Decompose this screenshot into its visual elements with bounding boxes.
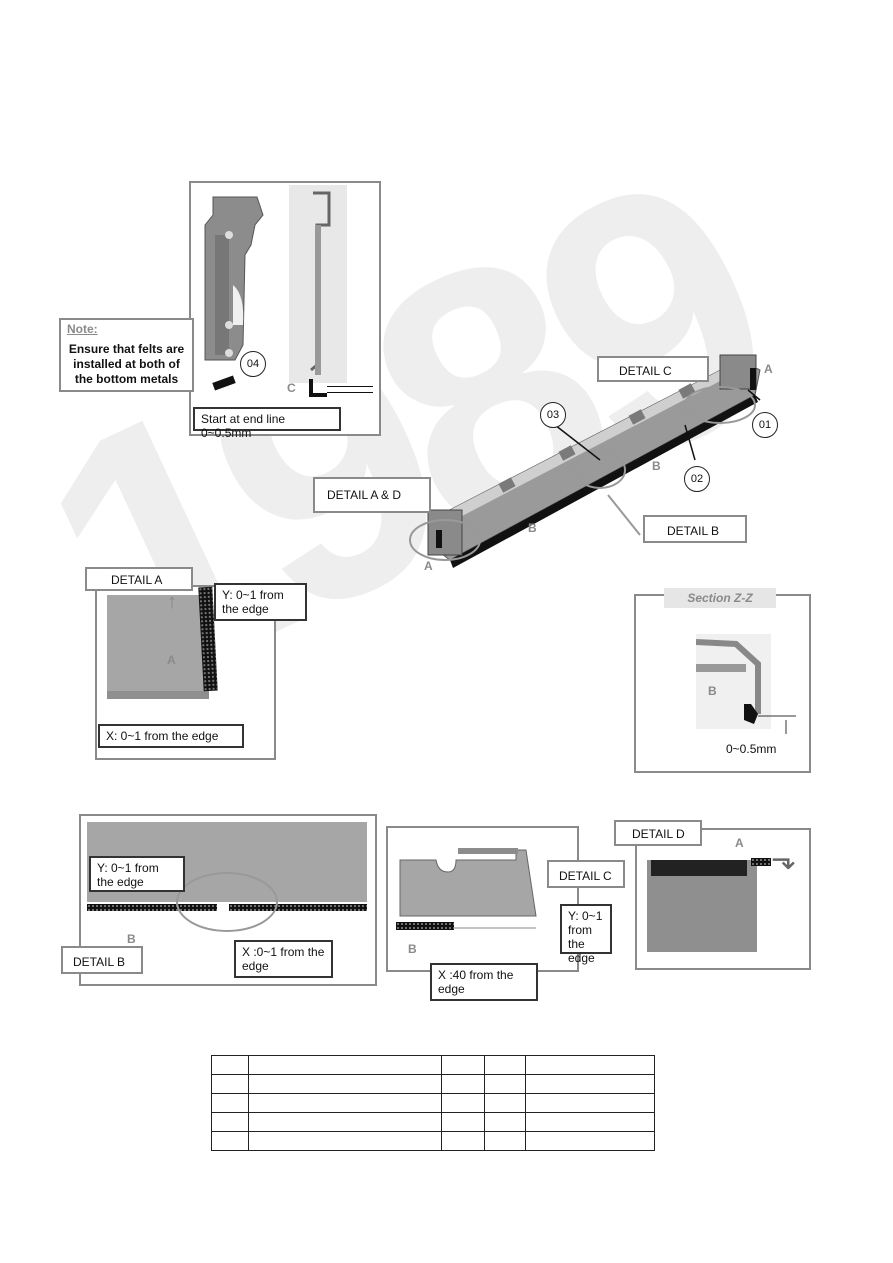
detail-a-y-label: Y: 0~1 from the edge [214, 583, 307, 621]
callout-02: 02 [684, 466, 710, 492]
section-zz-title: Section Z-Z [664, 588, 776, 608]
table-cell [211, 1055, 249, 1075]
table-cell [484, 1093, 526, 1113]
table-row [211, 1131, 655, 1151]
detail-a-letter: A [167, 653, 176, 667]
note-title: Note: [67, 322, 98, 336]
detail-b-letter: B [127, 932, 136, 946]
table-cell [248, 1112, 442, 1132]
table-cell [484, 1074, 526, 1094]
table-cell [211, 1074, 249, 1094]
note-text: Ensure that felts are installed at both … [68, 342, 185, 386]
table-cell [484, 1055, 526, 1075]
table-cell [525, 1112, 655, 1132]
detail-c-title: DETAIL C [547, 860, 625, 888]
detail-ad-label: DETAIL A & D [313, 477, 431, 513]
table-cell [525, 1055, 655, 1075]
detail-d-arrow: ⬎ [771, 843, 797, 876]
table-cell [211, 1131, 249, 1151]
detail-d-title: DETAIL D [614, 820, 702, 846]
bracket-front-view [204, 196, 264, 361]
detail-d-felt [751, 858, 771, 866]
detail-b-felt-right [229, 904, 367, 911]
detail-a-title: DETAIL A [85, 567, 193, 591]
section-zz-letter-b: B [708, 684, 717, 698]
detail-c-x-label: X :40 from the edge [430, 963, 538, 1001]
detail-d-panel: ⬎ A [635, 828, 811, 970]
detail-b-panel: B [79, 814, 377, 986]
detail-b-label: DETAIL B [643, 515, 747, 543]
detail-c-letter: B [408, 942, 417, 956]
detail-b-y-label: Y: 0~1 from the edge [89, 856, 185, 892]
table-cell [441, 1055, 485, 1075]
table-cell [525, 1074, 655, 1094]
letter-c: C [287, 381, 296, 395]
detail-b-x-label: X :0~1 from the edge [234, 940, 333, 978]
detail-b-felt-left [87, 904, 217, 911]
measure-lines [327, 386, 373, 393]
detail-c-drawing [399, 848, 537, 929]
main-assembly-drawing [409, 354, 761, 568]
table-cell [441, 1074, 485, 1094]
start-label: Start at end line 0~0.5mm [193, 407, 341, 440]
table-cell [248, 1131, 442, 1151]
bracket-side-view [289, 185, 347, 383]
callout-04: 04 [240, 351, 266, 377]
table-row [211, 1112, 655, 1132]
table-cell [441, 1131, 485, 1151]
detail-a-plate [107, 595, 209, 698]
detail-b-title: DETAIL B [61, 946, 143, 974]
detail-d-top [651, 860, 747, 876]
table-row [211, 1074, 655, 1094]
table-cell [525, 1093, 655, 1113]
table-cell [248, 1093, 442, 1113]
letter-a-right: A [764, 362, 773, 376]
section-zz-panel: B 0~0.5mm [634, 594, 811, 773]
letter-b-2: B [528, 521, 537, 535]
callout-03: 03 [540, 402, 566, 428]
detail-b-circle [176, 872, 278, 932]
detail-a-arrow: ↑ [167, 591, 177, 613]
parts-table [211, 1055, 655, 1151]
detail-d-letter: A [735, 836, 744, 850]
table-row [211, 1055, 655, 1075]
table-cell [248, 1074, 442, 1094]
table-cell [484, 1112, 526, 1132]
top-detail-panel: 04 C Start at end line 0~0.5mm [189, 181, 381, 440]
table-cell [248, 1055, 442, 1075]
detail-a-base [107, 691, 209, 699]
detail-c-felt [396, 922, 454, 930]
table-row [211, 1093, 655, 1113]
table-cell [484, 1131, 526, 1151]
callout-01: 01 [752, 412, 778, 438]
detail-c-y-label: Y: 0~1 from the edge [560, 904, 612, 965]
table-cell [211, 1112, 249, 1132]
table-cell [525, 1131, 655, 1151]
letter-a-left: A [424, 559, 433, 573]
detail-c-label: DETAIL C [597, 356, 709, 382]
table-cell [211, 1093, 249, 1113]
detail-c-panel: B [386, 826, 579, 972]
note-box: Note: Ensure that felts are installed at… [59, 318, 194, 392]
letter-b-1: B [652, 459, 661, 473]
felt-corner [309, 379, 327, 397]
table-cell [441, 1093, 485, 1113]
section-zz-measure: 0~0.5mm [726, 742, 777, 756]
detail-a-x-label: X: 0~1 from the edge [98, 724, 244, 748]
table-cell [441, 1112, 485, 1132]
section-zz-drawing [696, 634, 796, 734]
